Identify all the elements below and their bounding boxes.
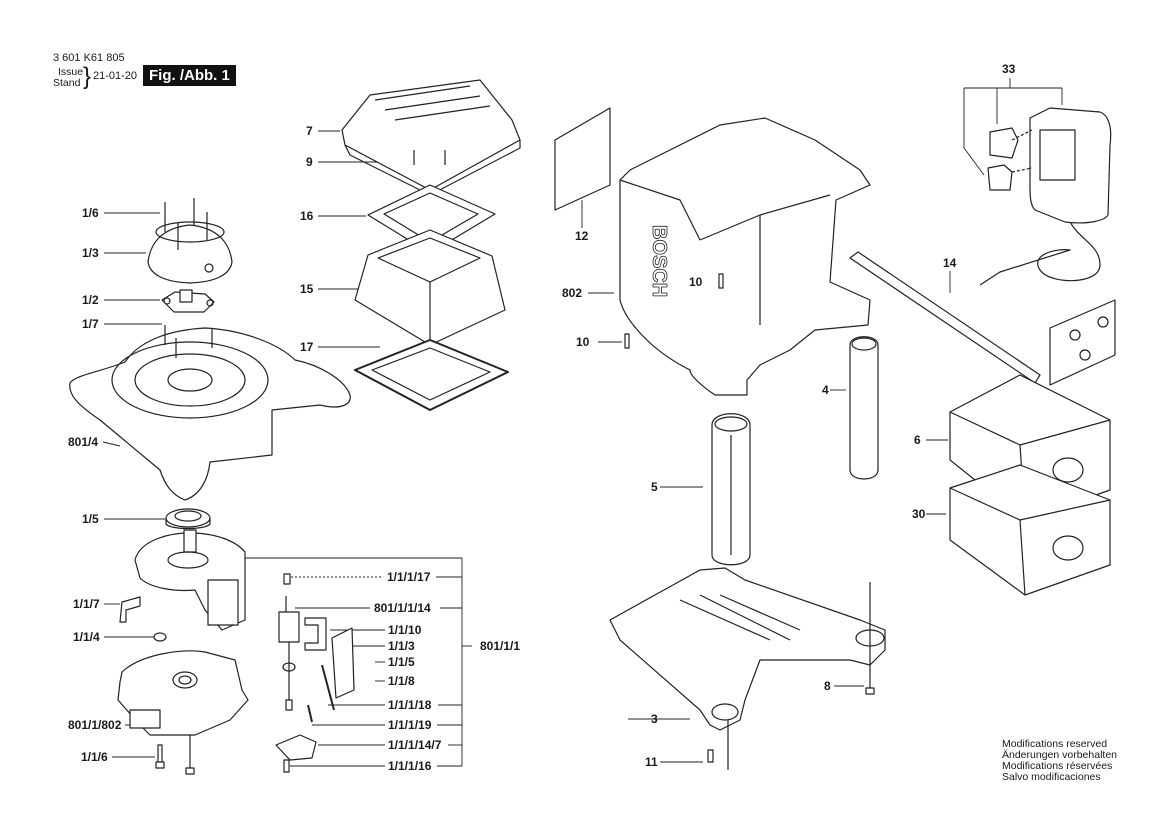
part-1-1-7-cable — [119, 596, 141, 623]
part-1-6-pins — [164, 198, 208, 250]
part-label[interactable]: 33 — [1002, 62, 1016, 76]
part-801-4-base — [69, 325, 351, 501]
part-label[interactable]: 1/6 — [82, 206, 99, 220]
part-label[interactable]: 15 — [300, 282, 314, 296]
part-12-label — [554, 107, 611, 211]
part-7-top-cover — [341, 79, 521, 196]
part-label[interactable]: 1/1/10 — [388, 623, 422, 637]
part-label[interactable]: 5 — [651, 480, 658, 494]
part-label[interactable]: 802 — [562, 286, 583, 300]
part-3-base-plate — [609, 567, 886, 731]
part-30-battery-pack — [949, 464, 1111, 596]
part-802-housing — [619, 117, 871, 396]
part-label[interactable]: 11 — [645, 755, 658, 769]
part-8-screw — [865, 582, 875, 695]
part-label[interactable]: 1/1/7 — [73, 597, 100, 611]
part-1-2-mount — [161, 289, 215, 313]
part-5-battery — [711, 413, 751, 566]
part-label[interactable]: 801/4 — [68, 435, 99, 449]
leader-lines — [102, 78, 1063, 767]
part-1-5-bearing-ring — [165, 508, 211, 530]
note-line: Änderungen vorbehalten — [1002, 749, 1118, 761]
modifications-note: Modifications reserved Änderungen vorbeh… — [1002, 739, 1117, 783]
bosch-logo: BOSCH — [648, 225, 670, 297]
part-label[interactable]: 1/1/8 — [388, 674, 415, 688]
part-label[interactable]: 801/1/1/14 — [374, 601, 431, 615]
part-label[interactable]: 1/1/1/19 — [388, 718, 432, 732]
part-label[interactable]: 12 — [575, 229, 589, 243]
figure-label: Fig. /Abb. 1 — [143, 65, 236, 86]
part-label[interactable]: 16 — [300, 209, 314, 223]
part-label[interactable]: 801/1/1 — [480, 639, 521, 653]
part-label[interactable]: 1/3 — [82, 246, 99, 260]
part-11-screw — [707, 720, 729, 770]
note-line: Modifications réservées — [1002, 760, 1113, 772]
part-10-screws — [624, 273, 724, 349]
part-17-gasket — [354, 339, 509, 411]
part-801-1-802-circuit-board — [117, 650, 249, 775]
part-label[interactable]: 30 — [912, 507, 926, 521]
brace: } — [83, 63, 92, 90]
part-label[interactable]: 4 — [822, 383, 829, 397]
part-label[interactable]: 9 — [306, 155, 313, 169]
part-label[interactable]: 1/1/1/16 — [388, 759, 432, 773]
part-label[interactable]: 1/1/5 — [388, 655, 415, 669]
part-label[interactable]: 1/7 — [82, 317, 99, 331]
part-801-1-1-motor-housing — [134, 529, 246, 631]
part-label[interactable]: 10 — [576, 335, 590, 349]
note-line: Modifications reserved — [1002, 738, 1108, 750]
part-label[interactable]: 1/1/1/14/7 — [388, 738, 442, 752]
part-label[interactable]: 14 — [943, 256, 957, 270]
part-1-1-6-screw — [155, 744, 165, 769]
part-label[interactable]: 1/2 — [82, 293, 99, 307]
issue-label: Issue — [58, 66, 84, 78]
part-label[interactable]: 1/5 — [82, 512, 99, 526]
part-label[interactable]: 7 — [306, 124, 313, 138]
part-label[interactable]: 3 — [651, 712, 658, 726]
part-1-1-4-washer — [153, 632, 167, 642]
part-label[interactable]: 1/1/6 — [81, 750, 108, 764]
part-15-hood — [354, 229, 506, 346]
part-1-3-head-cap — [147, 221, 233, 284]
part-label[interactable]: 1/1/3 — [388, 639, 415, 653]
part-number: 3 601 K61 805 — [53, 52, 125, 64]
part-4-battery — [849, 336, 879, 480]
part-label[interactable]: 10 — [689, 275, 703, 289]
stand-label: Stand — [53, 77, 81, 89]
sub-parts-drawing — [275, 573, 355, 773]
part-33-charger — [979, 107, 1112, 286]
part-label[interactable]: 17 — [300, 340, 314, 354]
part-label[interactable]: 6 — [914, 433, 921, 447]
note-line: Salvo modificaciones — [1002, 771, 1101, 783]
issue-date: 21-01-20 — [93, 70, 138, 82]
part-label[interactable]: 1/1/4 — [73, 630, 100, 644]
part-label[interactable]: 1/1/1/18 — [388, 698, 432, 712]
part-label[interactable]: 1/1/1/17 — [387, 570, 431, 584]
part-14-ribbon-cable — [849, 251, 1116, 386]
part-label[interactable]: 801/1/802 — [68, 718, 122, 732]
part-label[interactable]: 8 — [824, 679, 831, 693]
